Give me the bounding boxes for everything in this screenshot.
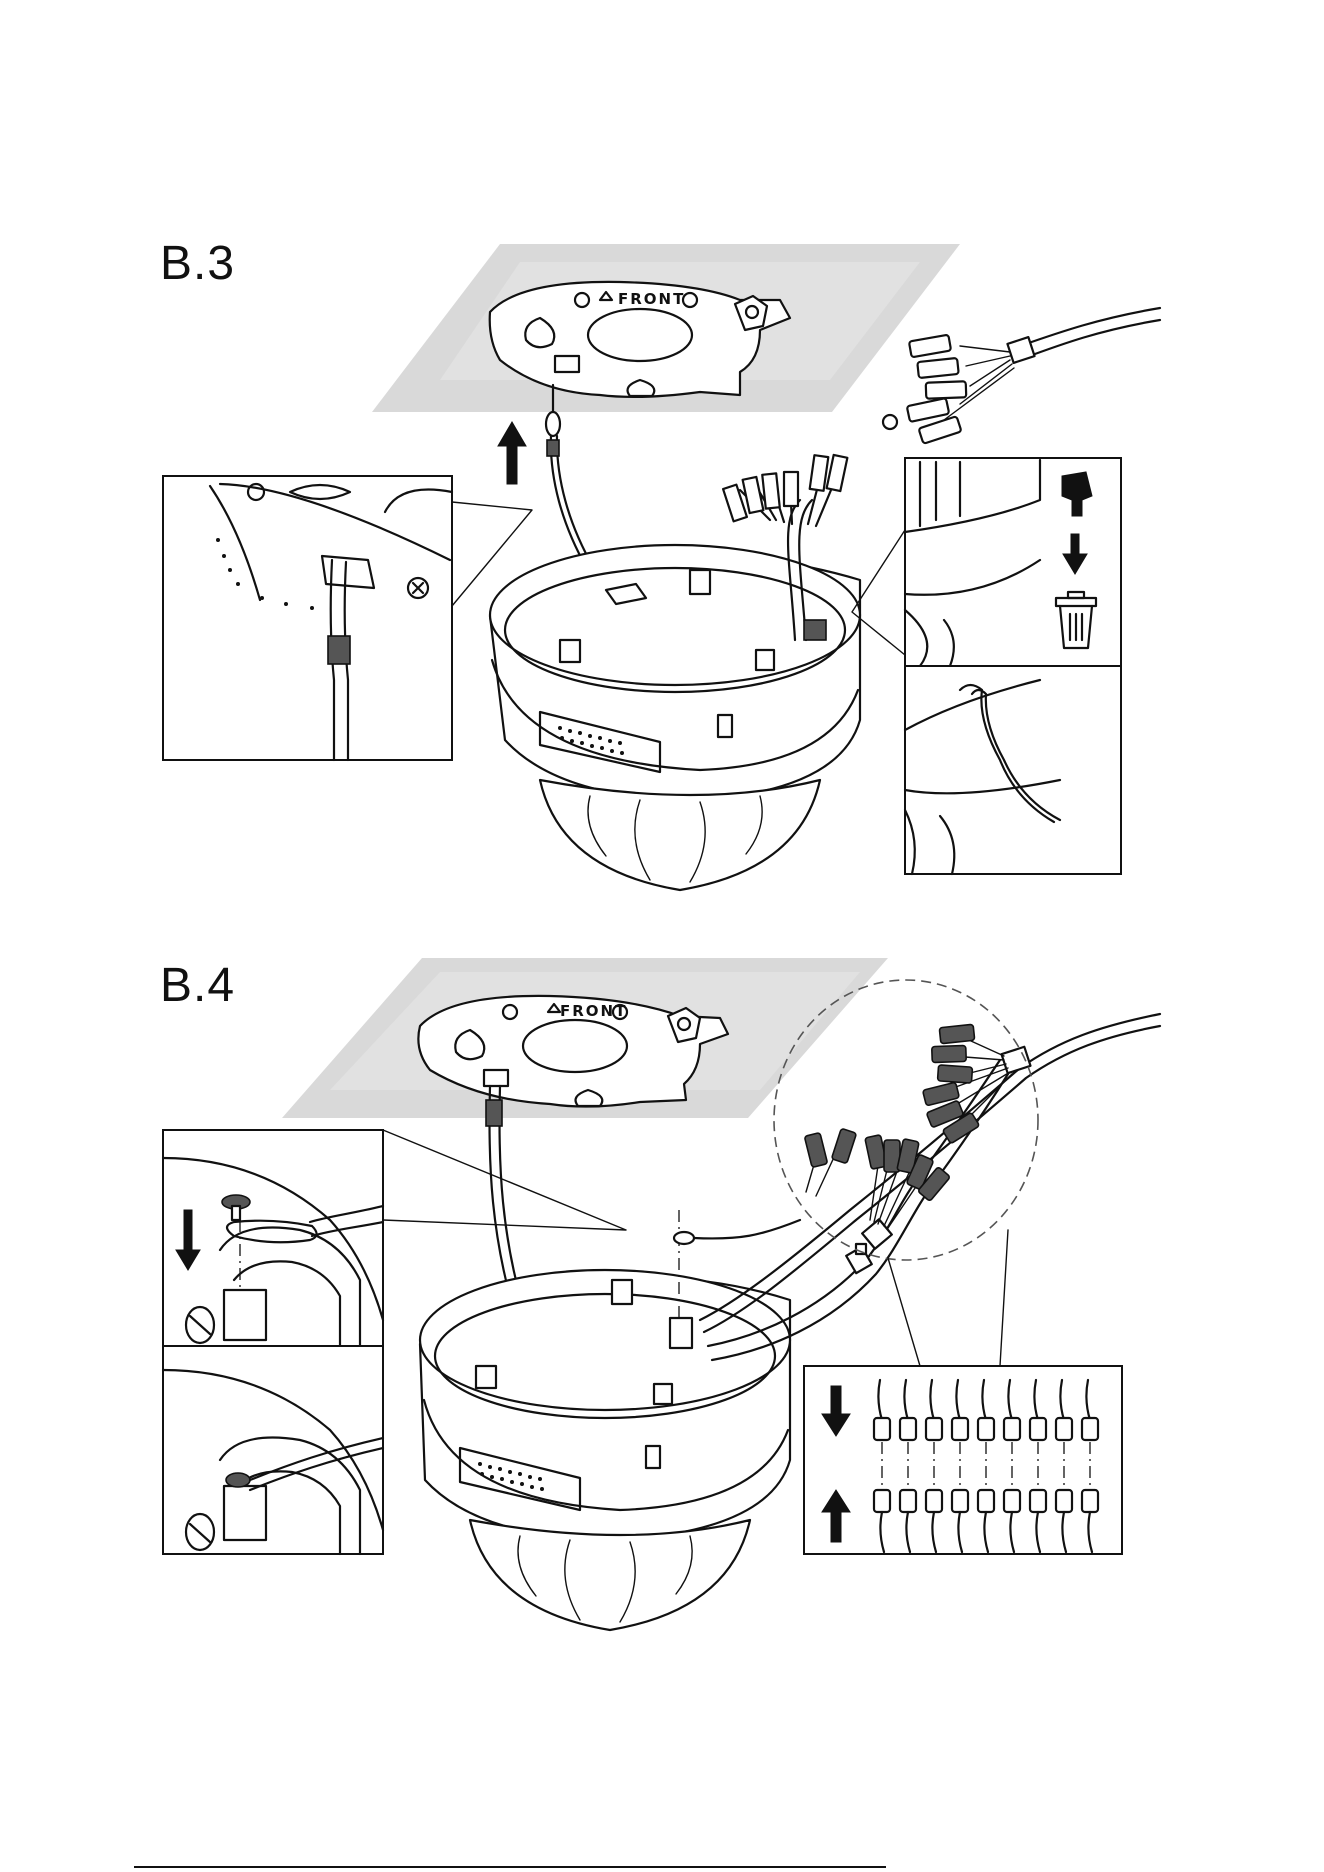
front-marking: FRONT xyxy=(618,290,685,308)
up-arrow-icon xyxy=(498,422,526,484)
figure-b4: FRONT xyxy=(0,940,1324,1860)
page-footer-rule xyxy=(134,1866,886,1868)
camera-dome xyxy=(490,545,860,890)
callout-cable-clip xyxy=(163,476,532,760)
callout-ground-fastened xyxy=(163,1346,383,1554)
front-marking: FRONT xyxy=(560,1002,627,1020)
camera-dome xyxy=(420,1210,790,1630)
callout-cable-routed xyxy=(905,666,1121,874)
ground-lead xyxy=(674,1220,800,1244)
callout-connector-mating xyxy=(804,1366,1122,1554)
callout-remove-plug xyxy=(852,458,1121,666)
figure-b3: FRONT xyxy=(0,0,1324,920)
external-cable xyxy=(883,308,1160,444)
